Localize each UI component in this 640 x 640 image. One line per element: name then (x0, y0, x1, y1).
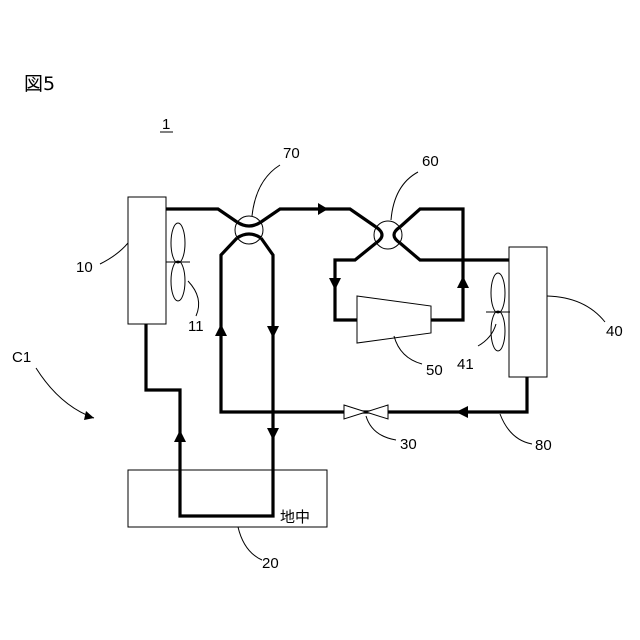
figure-title: 図5 (24, 73, 55, 95)
compressor (357, 296, 431, 343)
ref-70: 70 (283, 145, 300, 162)
indoor-fan-icon (166, 223, 190, 301)
four-way-valve-60 (374, 221, 402, 249)
arrow-up-ground (174, 430, 186, 442)
ref-50: 50 (426, 362, 443, 379)
leader-20 (238, 527, 262, 560)
arrow-down-lower (267, 428, 279, 440)
ref-10: 10 (76, 259, 93, 276)
arrow-down-mid-pipe (267, 326, 279, 338)
ground-label: 地中 (280, 509, 310, 526)
system-ref: 1 (162, 116, 170, 133)
arrow-up-left-pipe (215, 324, 227, 336)
outdoor-unit (509, 247, 547, 377)
leader-c1 (36, 368, 94, 418)
leader-40 (547, 296, 605, 322)
leader-50 (394, 336, 422, 364)
ref-40: 40 (606, 323, 623, 340)
ref-11: 11 (188, 318, 204, 335)
ref-60: 60 (422, 153, 439, 170)
ref-41: 41 (457, 356, 474, 373)
leader-11 (188, 281, 199, 316)
four-way-valve-70 (235, 216, 263, 244)
leader-c1-arrowhead (84, 411, 94, 420)
pipe-60-to-outdoor (400, 243, 509, 260)
leader-10 (100, 243, 128, 264)
indoor-unit (128, 197, 166, 324)
leader-80 (500, 414, 532, 444)
arrow-left-bottom (456, 406, 468, 418)
ref-80: 80 (535, 437, 552, 454)
leader-30 (366, 416, 396, 440)
arrow-up-right (457, 276, 469, 288)
ref-c1: C1 (12, 349, 31, 366)
leader-70 (252, 165, 280, 216)
arrow-right-top (318, 203, 328, 215)
ref-20: 20 (262, 555, 279, 572)
pipe-indoor-top (166, 209, 237, 222)
outdoor-fan-icon (486, 273, 510, 351)
arrow-down-left (329, 278, 341, 290)
ref-30: 30 (400, 436, 417, 453)
pipe-outdoor-bottom (509, 377, 527, 412)
leader-41 (478, 324, 496, 346)
